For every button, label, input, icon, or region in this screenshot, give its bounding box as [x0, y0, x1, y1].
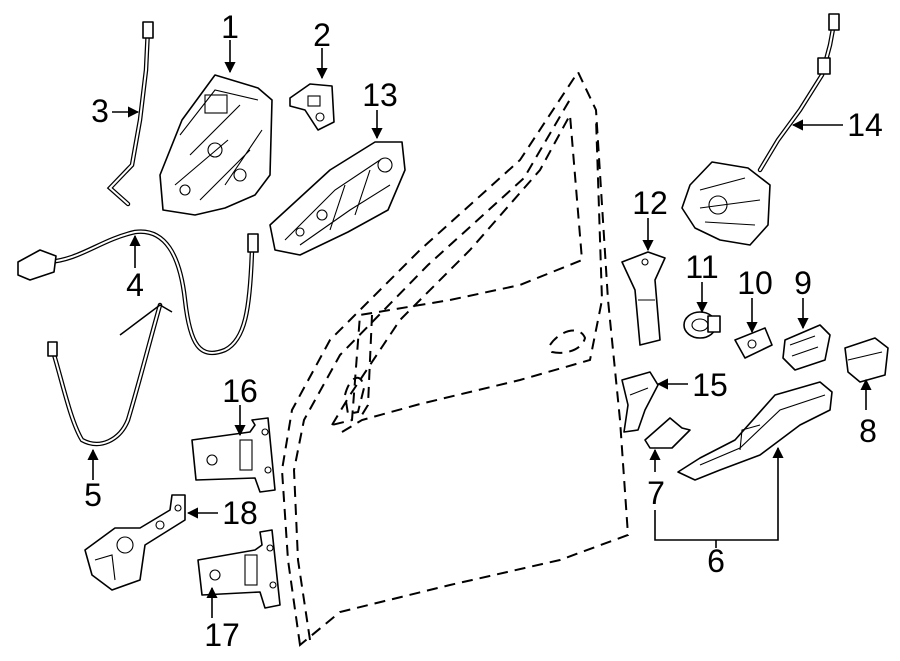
callout-14: 14	[847, 107, 883, 143]
seal-part-7	[644, 417, 691, 449]
door-latch-part-1	[159, 74, 273, 216]
lock-cylinder-part-11	[683, 311, 721, 339]
end-cap-part-8	[844, 337, 889, 383]
rod-part-3	[106, 21, 154, 207]
leader-lines	[87, 40, 872, 618]
cap-part-9	[782, 324, 831, 371]
callout-9: 9	[794, 265, 812, 301]
callout-3: 3	[91, 93, 109, 129]
check-strap-part-18	[84, 494, 186, 591]
hinge-part-17	[197, 529, 281, 609]
callout-11: 11	[685, 249, 718, 285]
actuator-part-14	[681, 13, 840, 246]
callout-12: 12	[632, 185, 668, 221]
callout-4: 4	[126, 267, 144, 303]
callout-1: 1	[221, 9, 239, 45]
callout-10: 10	[737, 265, 773, 301]
callout-2: 2	[313, 17, 331, 53]
hinge-part-16	[191, 417, 276, 493]
callout-17: 17	[204, 617, 240, 653]
cable-part-4	[17, 229, 259, 356]
callout-6: 6	[707, 543, 725, 579]
callout-5: 5	[84, 477, 102, 513]
handle-carrier-part-13	[269, 141, 406, 256]
callout-13: 13	[362, 77, 398, 113]
clip-part-10	[734, 327, 773, 359]
cable-part-5	[47, 302, 173, 447]
door-shell	[280, 69, 630, 647]
bracket-part-12	[621, 251, 666, 346]
callout-7: 7	[647, 475, 665, 511]
callout-18: 18	[222, 495, 258, 531]
callout-labels: 1 2 3 4 5 6 7 8 9 10 11 12 13 14 15 16 1…	[84, 9, 883, 653]
callout-16: 16	[222, 373, 258, 409]
striker-part-2	[289, 83, 335, 131]
bracket-part-15	[621, 371, 659, 433]
callout-15: 15	[692, 367, 728, 403]
callout-8: 8	[859, 413, 877, 449]
outside-handle-part-6	[677, 381, 833, 481]
